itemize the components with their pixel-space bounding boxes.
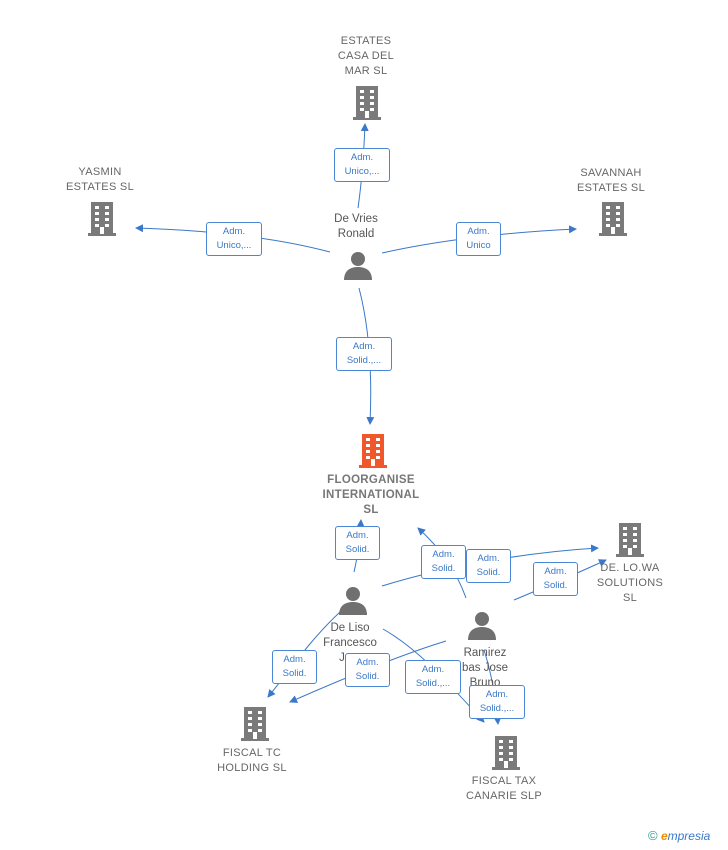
role-badge[interactable]: Adm. Unico,... bbox=[334, 148, 390, 182]
footer-brand: © empresia bbox=[648, 828, 728, 846]
role-badge[interactable]: Adm. Solid.,... bbox=[469, 685, 525, 719]
copyright-icon: © bbox=[648, 828, 658, 843]
role-badge[interactable]: Adm. Solid.,... bbox=[336, 337, 392, 371]
role-badge[interactable]: Adm. Solid.,... bbox=[405, 660, 461, 694]
building-icon[interactable] bbox=[615, 521, 645, 557]
person-label-de-vries[interactable]: De Vries Ronald bbox=[334, 213, 378, 240]
company-label-floorganise[interactable]: FLOORGANISE INTERNATIONAL SL bbox=[322, 474, 420, 516]
company-label-savannah-estates[interactable]: SAVANNAH ESTATES SL bbox=[576, 167, 645, 194]
brand-name: mpresia bbox=[667, 829, 711, 843]
company-label-delowa[interactable]: DE. LO.WA SOLUTIONS SL bbox=[596, 562, 664, 604]
role-badge[interactable]: Adm. Unico bbox=[456, 222, 501, 256]
company-label-yasmin-estates[interactable]: YASMIN ESTATES SL bbox=[65, 166, 134, 193]
building-icon[interactable] bbox=[598, 200, 628, 236]
person-icon[interactable] bbox=[467, 610, 497, 640]
company-label-fiscal-tax-canarie[interactable]: FISCAL TAX CANARIE SLP bbox=[465, 775, 543, 802]
role-badge[interactable]: Adm. Unico,... bbox=[206, 222, 262, 256]
role-badge[interactable]: Adm. Solid. bbox=[335, 526, 380, 560]
company-label-estates-casa-del-mar[interactable]: ESTATES CASA DEL MAR SL bbox=[337, 35, 395, 77]
building-icon[interactable] bbox=[352, 84, 382, 120]
building-icon[interactable] bbox=[240, 705, 270, 741]
role-badge[interactable]: Adm. Solid. bbox=[272, 650, 317, 684]
building-icon[interactable] bbox=[491, 734, 521, 770]
building-icon[interactable] bbox=[87, 200, 117, 236]
role-badge[interactable]: Adm. Solid. bbox=[345, 653, 390, 687]
company-label-fiscal-tc-holding[interactable]: FISCAL TC HOLDING SL bbox=[217, 747, 287, 774]
role-badge[interactable]: Adm. Solid. bbox=[466, 549, 511, 583]
person-icon[interactable] bbox=[343, 250, 373, 280]
brand-initial: e bbox=[660, 829, 668, 843]
main-building-icon[interactable] bbox=[358, 432, 388, 468]
role-badge[interactable]: Adm. Solid. bbox=[533, 562, 578, 596]
role-badge[interactable]: Adm. Solid. bbox=[421, 545, 466, 579]
person-icon[interactable] bbox=[338, 585, 368, 615]
